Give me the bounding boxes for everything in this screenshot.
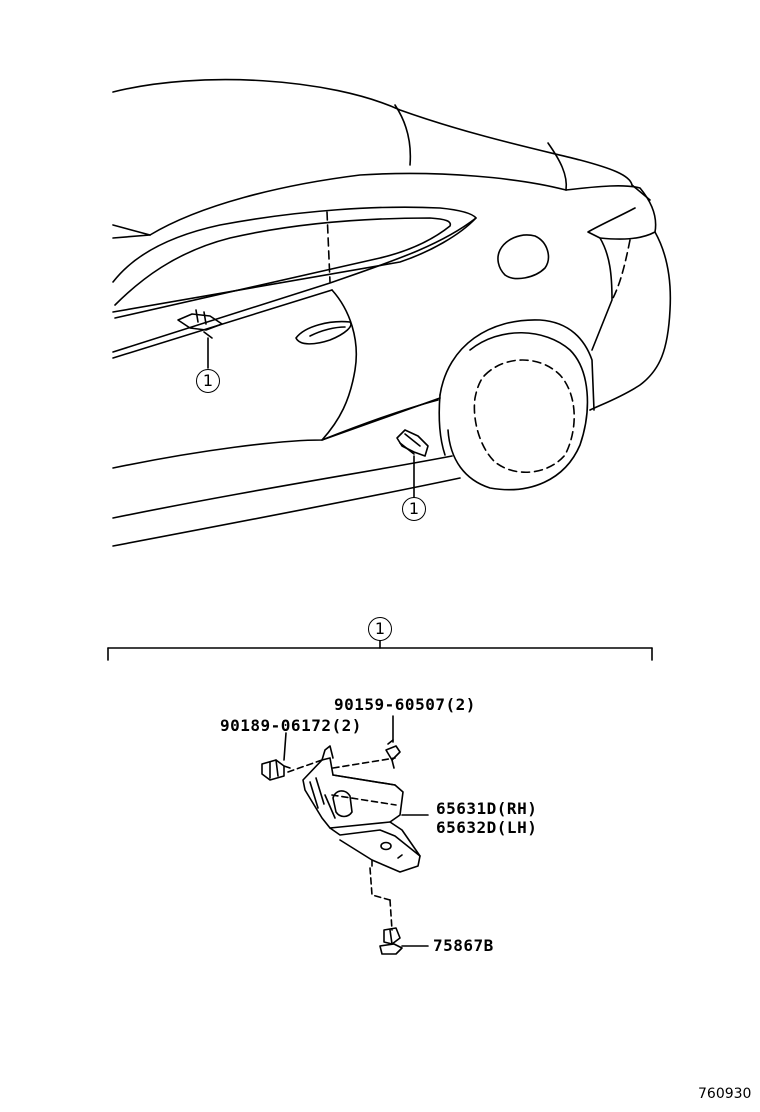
label-bracket-lh: 65632D(LH) <box>436 818 538 837</box>
callout-1-detail: 1 <box>368 617 392 641</box>
clip-drawing <box>379 927 403 955</box>
label-clip: 75867B <box>433 936 494 955</box>
bolt-drawing <box>385 739 401 769</box>
label-bolt: 90159-60507(2) <box>334 695 476 714</box>
bracket-location-lower <box>396 429 429 499</box>
callout-1-lower: 1 <box>402 497 426 521</box>
detail-span-bracket <box>107 639 653 661</box>
car-body-illustration <box>112 78 672 547</box>
callout-1-upper: 1 <box>196 369 220 393</box>
label-nut: 90189-06172(2) <box>220 716 362 735</box>
label-bracket-rh: 65631D(RH) <box>436 799 538 818</box>
figure-number: 760930 <box>698 1086 752 1102</box>
leader-lines <box>283 715 429 947</box>
bracket-location-upper <box>177 309 223 369</box>
bracket-part-drawing <box>287 745 421 931</box>
nut-drawing <box>261 759 291 781</box>
